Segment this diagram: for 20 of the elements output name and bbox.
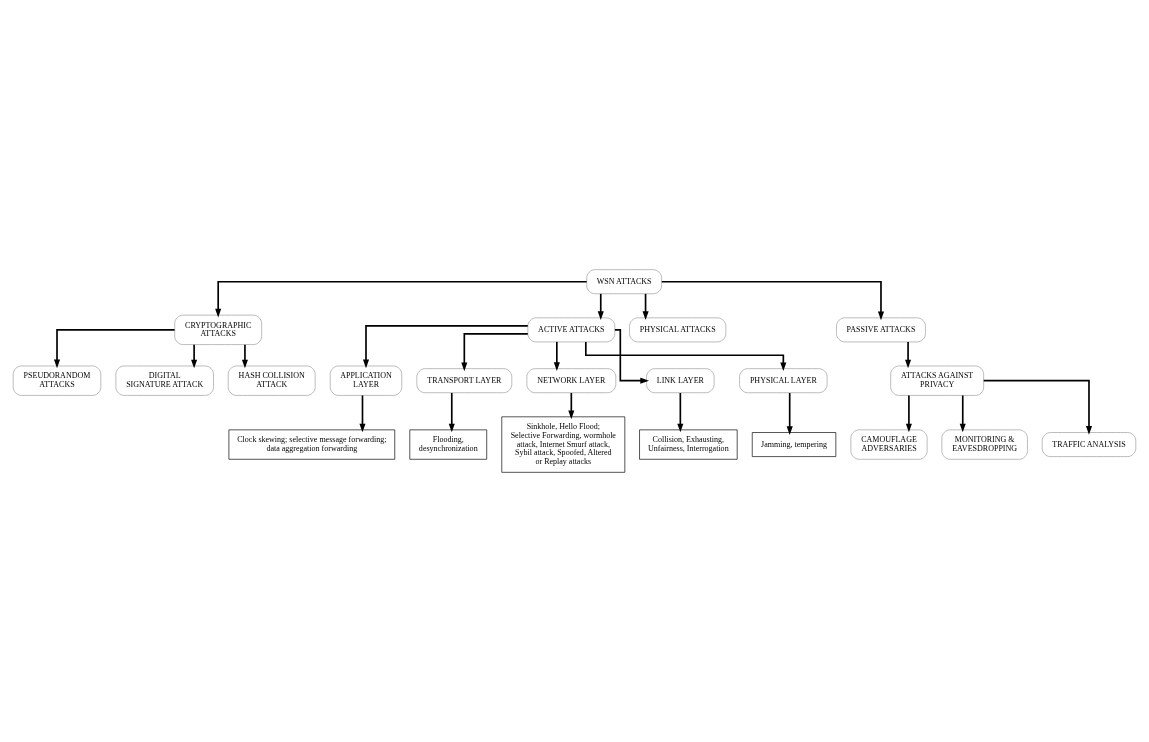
arrow xyxy=(677,392,684,433)
arrow xyxy=(905,341,912,369)
arrow xyxy=(191,344,198,369)
arrow xyxy=(553,341,560,372)
arrow xyxy=(215,280,588,318)
arrow xyxy=(568,392,575,420)
arrow xyxy=(359,394,366,433)
arrow xyxy=(660,280,885,321)
arrow xyxy=(461,333,529,372)
arrow xyxy=(53,329,176,369)
arrow xyxy=(786,392,793,436)
arrow xyxy=(241,344,248,369)
arrow xyxy=(614,329,649,384)
arrow xyxy=(982,379,1093,435)
arrow xyxy=(597,293,604,321)
arrow xyxy=(362,325,529,369)
arrow xyxy=(448,392,455,433)
arrow xyxy=(642,293,649,321)
arrow xyxy=(959,394,966,433)
arrow xyxy=(905,394,912,433)
